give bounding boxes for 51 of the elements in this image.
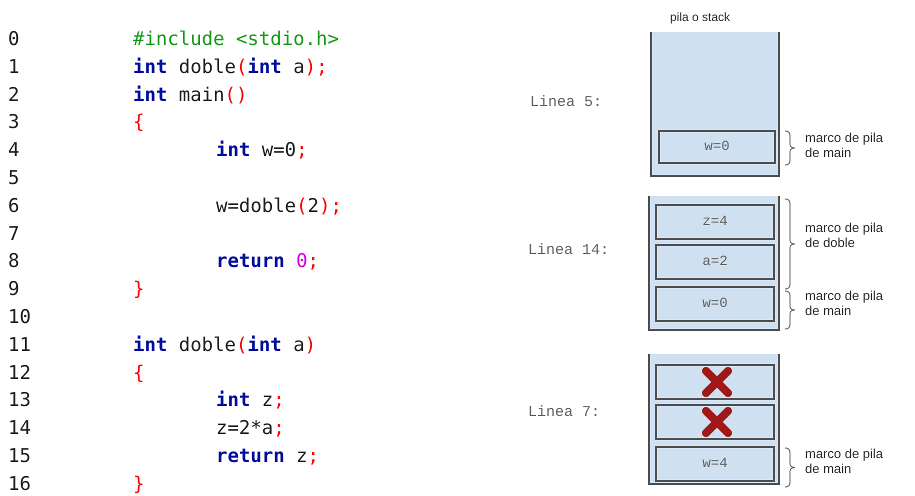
stack-frame — [655, 364, 775, 400]
variable-value: a=2 — [702, 254, 728, 270]
line-number: 9 — [8, 277, 20, 302]
line-number: 3 — [8, 110, 20, 134]
code-line: } — [133, 277, 144, 302]
stack-frame — [658, 130, 776, 164]
line-number: 2 — [8, 82, 20, 107]
line-number: 8 — [8, 249, 20, 274]
code-line: int z; — [216, 388, 285, 412]
line-number: 12 — [8, 360, 31, 385]
line-number: 0 — [8, 27, 20, 51]
code-line: #include <stdio.h> — [133, 27, 339, 51]
line-label: Linea 5: — [530, 94, 602, 111]
line-number: 14 — [8, 416, 31, 440]
frame-annotation: marco de pila de main — [805, 288, 884, 318]
code-line: int w=0; — [216, 138, 308, 162]
line-label: Linea 14: — [528, 242, 610, 259]
line-number: 5 — [8, 166, 20, 190]
stack-frame — [655, 204, 775, 240]
code-line: { — [133, 360, 144, 385]
code-line: int doble(int a) — [133, 332, 316, 357]
line-number: 4 — [8, 138, 20, 162]
frame-annotation: marco de pila de main — [805, 130, 884, 160]
line-number: 6 — [8, 194, 20, 218]
stack-frame — [655, 286, 775, 322]
variable-value: w=0 — [704, 139, 730, 155]
code-line: { — [133, 110, 144, 134]
variable-value: w=0 — [702, 296, 728, 312]
line-label: Linea 7: — [528, 404, 600, 421]
stack-frame — [655, 244, 775, 280]
line-number: 7 — [8, 222, 20, 246]
code-line: int main() — [133, 82, 248, 107]
variable-value: w=4 — [702, 456, 728, 472]
line-number: 1 — [8, 54, 20, 79]
stack-frame — [655, 404, 775, 440]
frame-annotation: marco de pila de doble — [805, 220, 884, 250]
code-line: return 0; — [216, 249, 319, 274]
code-line: return z; — [216, 444, 319, 468]
line-number: 10 — [8, 305, 31, 329]
line-number: 11 — [8, 332, 31, 357]
stack-frame — [655, 446, 775, 482]
code-line: z=2*a; — [216, 416, 285, 440]
code-line: } — [133, 472, 144, 496]
stack-heading: pila o stack — [670, 10, 730, 24]
frame-annotation: marco de pila de main — [805, 446, 884, 476]
code-line: w=doble(2); — [216, 194, 342, 218]
line-number: 13 — [8, 388, 31, 412]
line-number: 16 — [8, 472, 31, 496]
line-number: 15 — [8, 444, 31, 468]
code-line: int doble(int a); — [133, 54, 328, 79]
variable-value: z=4 — [702, 214, 728, 230]
